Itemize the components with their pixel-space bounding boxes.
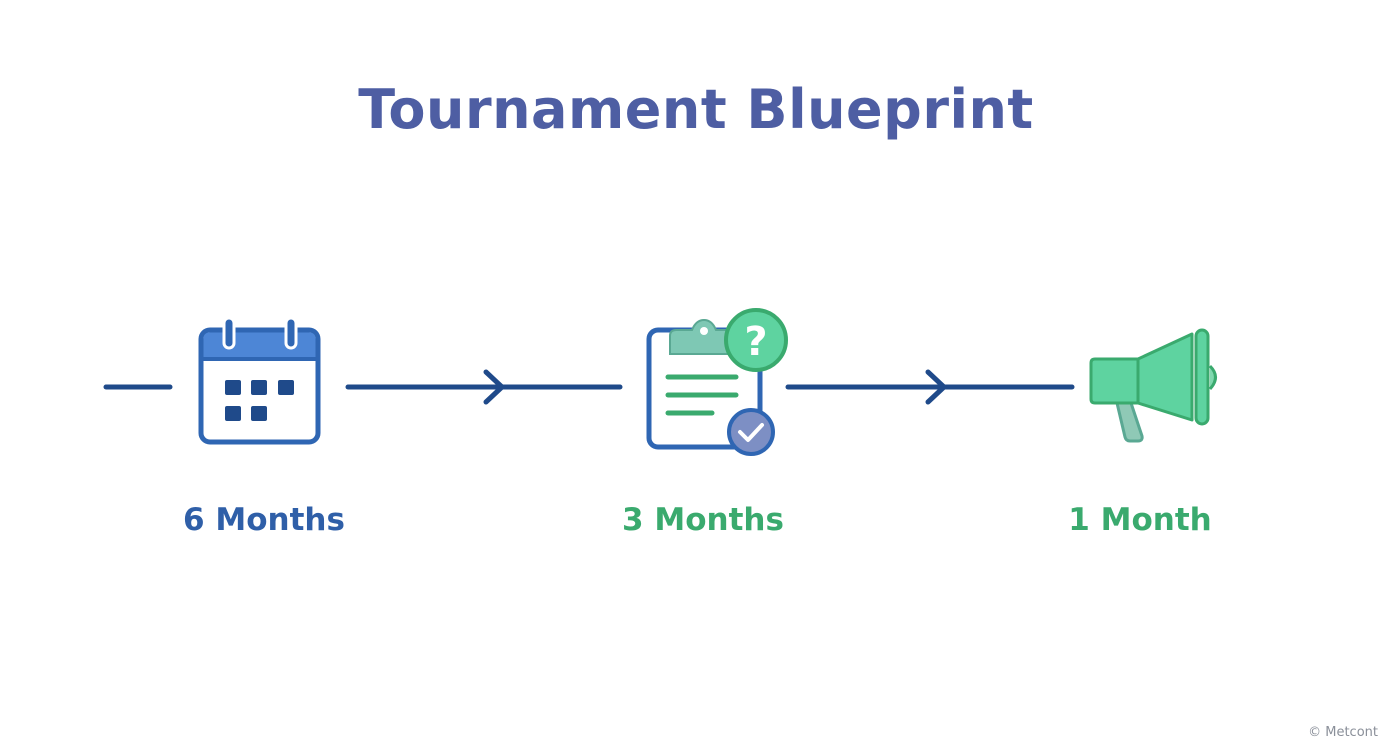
arrowhead-1 — [483, 369, 505, 405]
svg-text:?: ? — [744, 319, 767, 365]
arrowhead-2 — [925, 369, 947, 405]
stage-label-6-months: 6 Months — [183, 502, 345, 538]
stage-label-3-months: 3 Months — [622, 502, 784, 538]
watermark: © Metcont — [1308, 725, 1378, 740]
stage-label-1-month: 1 Month — [1068, 502, 1212, 538]
diagram-title: Tournament Blueprint — [358, 78, 1034, 141]
